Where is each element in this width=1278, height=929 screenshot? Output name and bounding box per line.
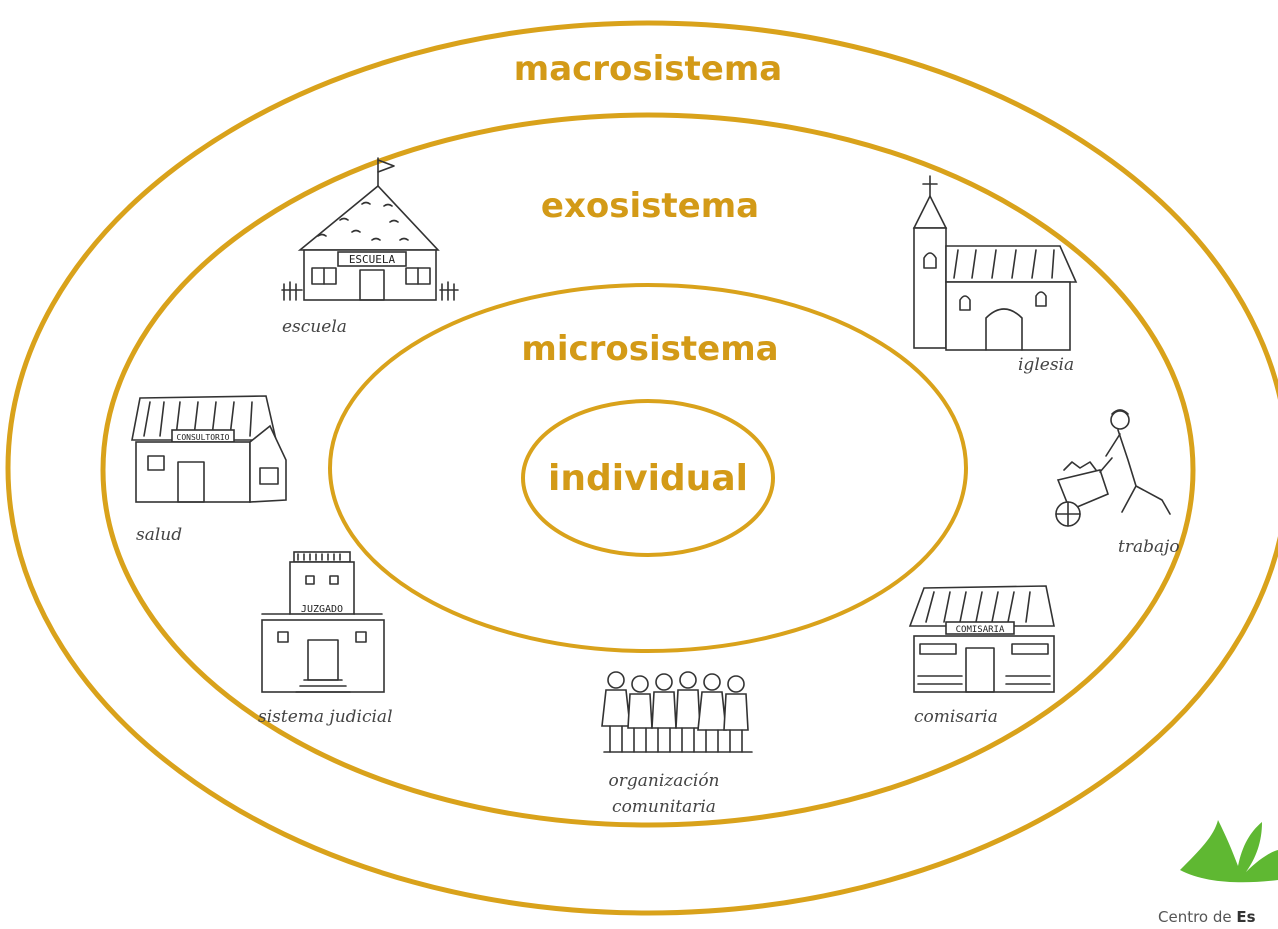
- courthouse-icon: JUZGADO: [261, 551, 385, 693]
- exosistema-label: exosistema: [541, 186, 759, 226]
- exosistema-ring: [100, 112, 1196, 828]
- police-caption: comisaria: [914, 707, 998, 727]
- worker-icon: [1055, 409, 1171, 527]
- police-sign: COMISARIA: [956, 625, 1005, 635]
- logo-leaf-icon: [1180, 820, 1278, 883]
- church-icon: [912, 175, 1078, 351]
- individual-label: individual: [548, 458, 748, 499]
- microsistema-label: microsistema: [521, 329, 778, 369]
- judicial-caption: sistema judicial: [258, 707, 393, 727]
- community-group-icon: [601, 671, 753, 753]
- logo-text: Centro de Es: [1158, 908, 1256, 926]
- macrosistema-label: macrosistema: [514, 49, 782, 89]
- clinic-icon: CONSULTORIO: [131, 395, 287, 503]
- clinic-sign: CONSULTORIO: [177, 433, 230, 442]
- health-caption: salud: [136, 525, 182, 545]
- macrosistema-ring: [5, 20, 1278, 916]
- police-station-icon: COMISARIA: [908, 585, 1055, 693]
- church-caption: iglesia: [1018, 355, 1074, 375]
- microsistema-ring: [328, 283, 968, 653]
- school-caption: escuela: [282, 317, 347, 337]
- work-caption: trabajo: [1118, 537, 1180, 557]
- community-caption-line2: comunitaria: [612, 797, 716, 817]
- centro-logo: Centro de Es: [1158, 820, 1278, 926]
- courthouse-sign: JUZGADO: [301, 604, 343, 615]
- school-icon: ESCUELA: [281, 157, 459, 301]
- school-sign: ESCUELA: [349, 253, 396, 266]
- individual-ring: [521, 399, 775, 557]
- community-caption-line1: organización: [609, 771, 720, 791]
